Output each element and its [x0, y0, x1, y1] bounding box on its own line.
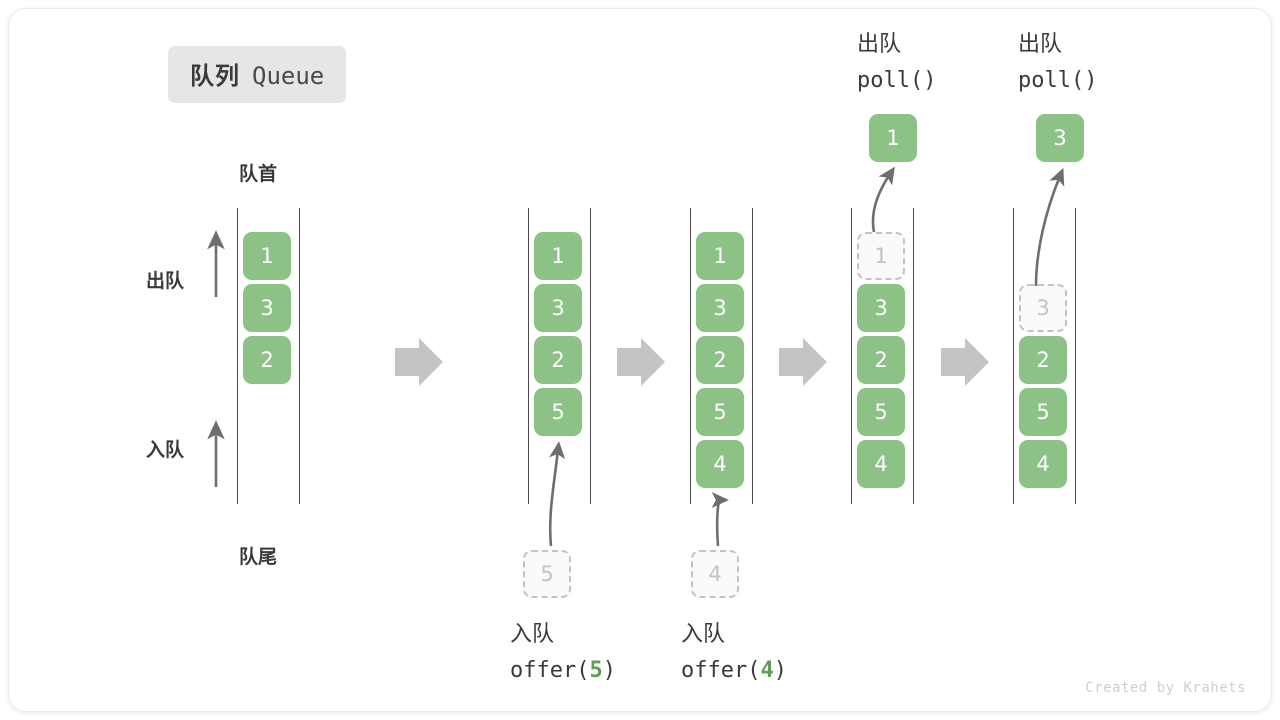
op-caption-poll-1-code: poll() [857, 68, 937, 93]
incoming-box-ghost-5: 5 [523, 550, 571, 598]
queue-box-ghost: 1 [857, 232, 905, 280]
op-caption-poll-3: 出队 poll() [1018, 27, 1097, 99]
queue-box: 2 [857, 336, 905, 384]
diagram-title-badge: 队列 Queue [168, 46, 347, 103]
op-caption-poll-3-code: poll() [1018, 68, 1098, 93]
title-chinese: 队列 [190, 62, 240, 90]
op-caption-poll-1: 出队 poll() [857, 27, 936, 99]
op-caption-offer-5: 入队 offer(5) [510, 617, 616, 689]
queue-box: 1 [243, 232, 291, 280]
queue-box: 5 [696, 388, 744, 436]
queue-box: 5 [1019, 388, 1067, 436]
queue-box: 3 [857, 284, 905, 332]
incoming-box-ghost-4: 4 [691, 550, 739, 598]
queue-box: 2 [243, 336, 291, 384]
rail-right-col1 [299, 208, 300, 504]
queue-box: 3 [696, 284, 744, 332]
rail-right-col2 [590, 208, 591, 504]
rail-left-col2 [528, 208, 529, 504]
op-caption-offer-5-cn: 入队 [510, 622, 555, 647]
rail-left-col1 [237, 208, 238, 504]
queue-box: 1 [534, 232, 582, 280]
op-caption-poll-1-cn: 出队 [857, 32, 902, 57]
polled-result-box-1: 1 [869, 114, 917, 162]
rail-left-col5 [1013, 208, 1014, 504]
queue-box: 3 [534, 284, 582, 332]
front-label: 队首 [239, 163, 278, 185]
queue-box: 4 [857, 440, 905, 488]
queue-box: 4 [1019, 440, 1067, 488]
queue-box: 2 [1019, 336, 1067, 384]
rear-label: 队尾 [239, 546, 278, 568]
op-caption-offer-4-code: offer(4) [681, 658, 787, 683]
diagram-card [8, 8, 1272, 712]
queue-box: 5 [534, 388, 582, 436]
rail-left-col3 [690, 208, 691, 504]
polled-result-box-3: 3 [1036, 114, 1084, 162]
queue-box: 3 [243, 284, 291, 332]
rail-right-col4 [913, 208, 914, 504]
op-caption-offer-5-code: offer(5) [510, 658, 616, 683]
queue-box: 1 [696, 232, 744, 280]
title-english: Queue [252, 62, 325, 90]
queue-box-ghost: 3 [1019, 284, 1067, 332]
queue-box: 2 [696, 336, 744, 384]
queue-box: 2 [534, 336, 582, 384]
queue-box: 5 [857, 388, 905, 436]
dequeue-side-label: 出队 [146, 270, 185, 292]
queue-box: 4 [696, 440, 744, 488]
op-caption-poll-3-cn: 出队 [1018, 32, 1063, 57]
rail-right-col3 [752, 208, 753, 504]
rail-left-col4 [851, 208, 852, 504]
footer-credit: Created by Krahets [1085, 680, 1246, 696]
enqueue-side-label: 入队 [146, 439, 185, 461]
op-caption-offer-4-cn: 入队 [681, 622, 726, 647]
rail-right-col5 [1075, 208, 1076, 504]
op-caption-offer-4: 入队 offer(4) [681, 617, 787, 689]
